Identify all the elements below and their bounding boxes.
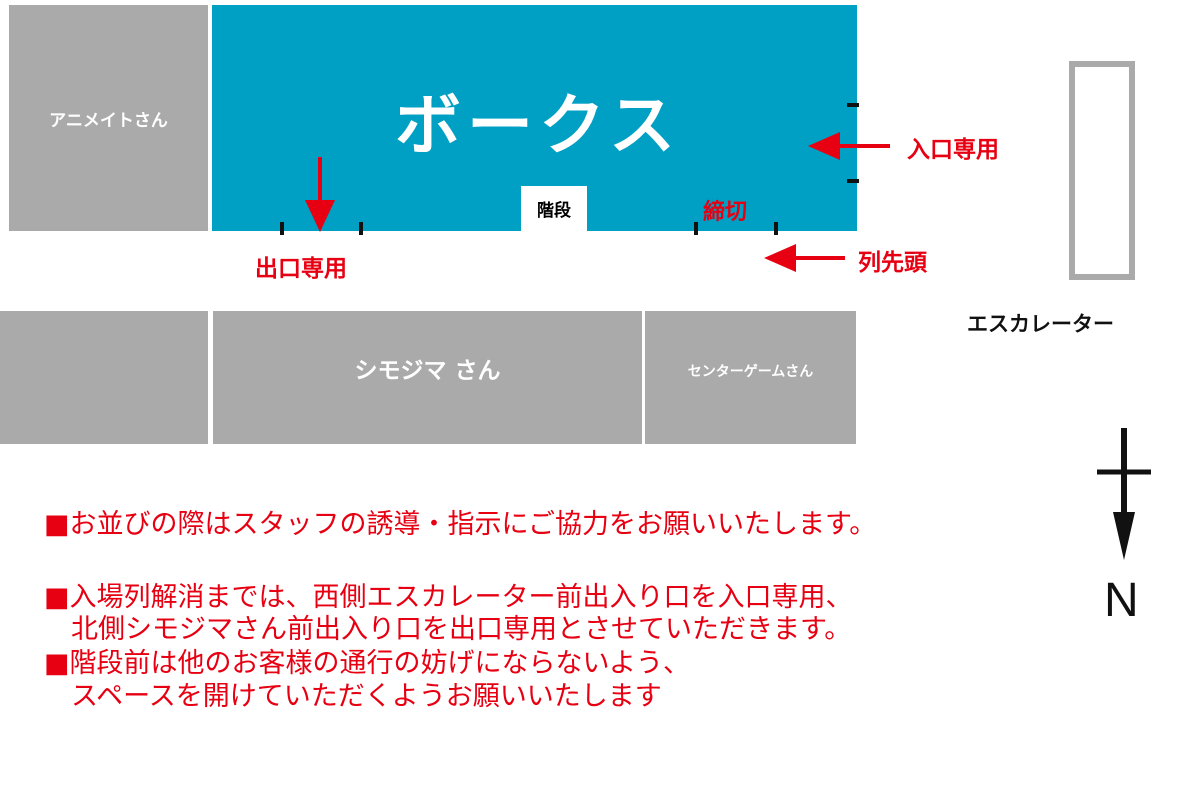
north-label: N [1104, 574, 1139, 627]
line-head-label: 列先頭 [858, 250, 927, 276]
stairs-sign: 階段 [521, 186, 587, 231]
store-center-game-label: センターゲームさん [687, 364, 814, 380]
exit-only-label: 出口専用 [255, 256, 347, 282]
store-animate: アニメイトさん [9, 5, 208, 231]
entrance-only-label: 入口専用 [907, 137, 999, 163]
door-tick [774, 222, 778, 235]
north-arrow-icon [1097, 428, 1151, 560]
door-tick [694, 222, 698, 235]
store-animate-label: アニメイトさん [49, 110, 168, 131]
door-tick [280, 222, 284, 235]
exit-arrow-icon [305, 157, 335, 232]
notice-line: ■お並びの際はスタッフの誘導・指示にご協力をお願いいたします。 [44, 509, 877, 540]
notice-line: ■入場列解消までは、西側エスカレーター前出入り口を入口専用、 [44, 582, 853, 613]
store-blank [0, 311, 208, 444]
store-shimojima: シモジマ さん [213, 311, 642, 444]
entrance-arrow-icon [808, 132, 890, 160]
main-booth-title: ボークス [395, 87, 682, 164]
store-center-game: センターゲームさん [645, 311, 856, 444]
door-tick [847, 179, 859, 183]
line-head-arrow-icon [764, 244, 845, 272]
cutoff-label: 締切 [703, 200, 748, 225]
stairs-label: 階段 [537, 201, 571, 221]
escalator [1069, 61, 1135, 280]
escalator-label: エスカレーター [967, 312, 1114, 336]
notice-line: スペースを開けていただくようお願いいたします [44, 681, 662, 712]
notice-line: ■階段前は他のお客様の通行の妨げにならないよう、 [44, 648, 690, 679]
store-shimojima-label: シモジマ さん [354, 358, 501, 384]
notice-line: 北側シモジマさん前出入り口を出口専用とさせていただきます。 [44, 614, 852, 645]
door-tick [359, 222, 363, 235]
door-tick [847, 103, 859, 107]
